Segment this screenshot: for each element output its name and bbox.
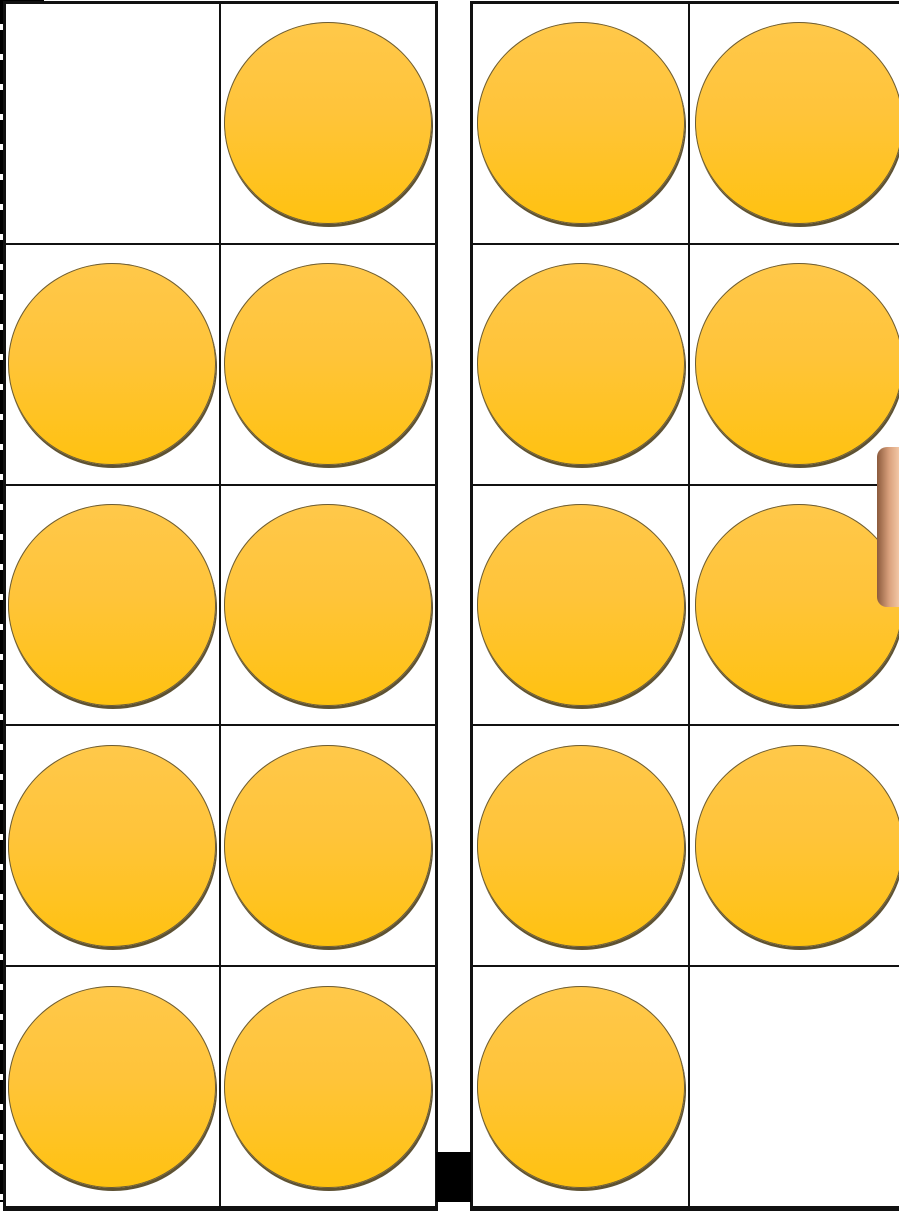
- frame-cell[interactable]: [473, 726, 690, 967]
- yellow-circle-counter[interactable]: [224, 263, 432, 465]
- yellow-circle-counter[interactable]: [224, 745, 432, 947]
- yellow-circle-counter[interactable]: [695, 263, 899, 465]
- yellow-circle-counter[interactable]: [695, 22, 899, 224]
- frame-cell[interactable]: [690, 486, 899, 727]
- frame-cell[interactable]: [690, 4, 899, 245]
- ten-frame-right: [470, 1, 899, 1211]
- yellow-circle-counter[interactable]: [477, 22, 685, 224]
- frame-cell[interactable]: [473, 967, 690, 1208]
- yellow-circle-counter[interactable]: [477, 986, 685, 1188]
- frame-cell[interactable]: [690, 967, 899, 1208]
- hand-icon[interactable]: [877, 447, 899, 607]
- yellow-circle-counter[interactable]: [224, 22, 432, 224]
- frame-cell[interactable]: [221, 486, 436, 727]
- frame-cell[interactable]: [6, 726, 221, 967]
- yellow-circle-counter[interactable]: [8, 504, 216, 706]
- frame-cell[interactable]: [690, 726, 899, 967]
- frame-cell[interactable]: [221, 726, 436, 967]
- yellow-circle-counter[interactable]: [477, 745, 685, 947]
- frame-cell[interactable]: [6, 967, 221, 1208]
- frame-cell[interactable]: [473, 486, 690, 727]
- yellow-circle-counter[interactable]: [8, 986, 216, 1188]
- yellow-circle-counter[interactable]: [695, 504, 899, 706]
- yellow-circle-counter[interactable]: [8, 263, 216, 465]
- frame-cell[interactable]: [6, 486, 221, 727]
- frame-cell[interactable]: [221, 967, 436, 1208]
- frame-cell[interactable]: [690, 245, 899, 486]
- bottom-block: [436, 1152, 471, 1202]
- yellow-circle-counter[interactable]: [477, 263, 685, 465]
- frame-cell[interactable]: [473, 4, 690, 245]
- frame-cell[interactable]: [6, 245, 221, 486]
- frame-cell[interactable]: [6, 4, 221, 245]
- frame-cell[interactable]: [221, 245, 436, 486]
- yellow-circle-counter[interactable]: [224, 986, 432, 1188]
- yellow-circle-counter[interactable]: [695, 745, 899, 947]
- frame-cell[interactable]: [221, 4, 436, 245]
- yellow-circle-counter[interactable]: [8, 745, 216, 947]
- yellow-circle-counter[interactable]: [477, 504, 685, 706]
- frame-cell[interactable]: [473, 245, 690, 486]
- ten-frame-left: [3, 1, 438, 1211]
- yellow-circle-counter[interactable]: [224, 504, 432, 706]
